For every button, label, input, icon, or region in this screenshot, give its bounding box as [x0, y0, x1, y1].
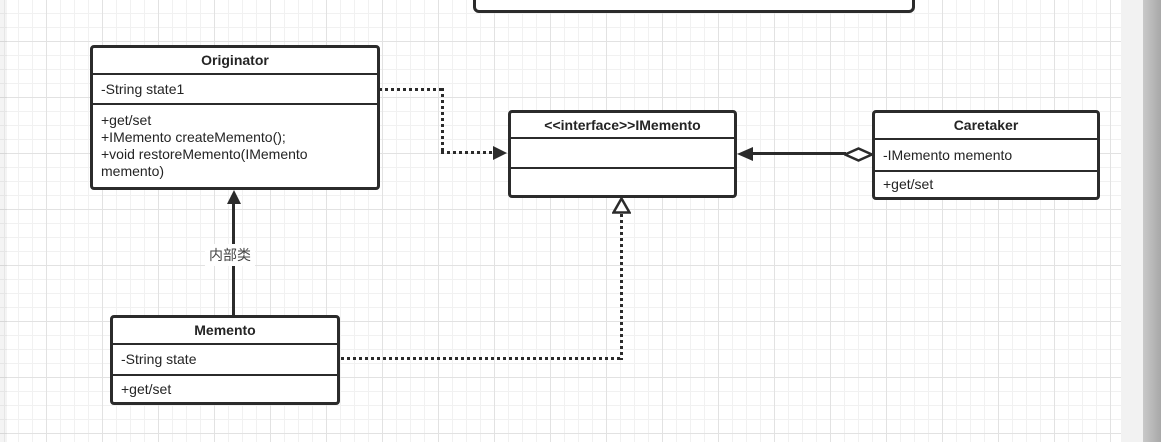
class-box-imemento[interactable]: <<interface>>IMemento	[508, 110, 737, 198]
class-box-originator[interactable]: Originator -String state1 +get/set +IMem…	[90, 45, 380, 190]
attribute: -IMemento memento	[883, 146, 1013, 163]
window-edge	[1143, 0, 1161, 442]
diagram-canvas[interactable]: Originator -String state1 +get/set +IMem…	[0, 0, 1121, 442]
scrollbar-gutter[interactable]	[1121, 0, 1143, 442]
filled-arrowhead-icon	[227, 190, 241, 204]
class-box-top-partial[interactable]	[473, 0, 915, 13]
method: +get/set	[883, 176, 934, 192]
aggregation-caretaker-imemento-segment[interactable]	[752, 152, 846, 155]
canvas-left-edge	[0, 0, 7, 442]
hollow-diamond-icon	[844, 147, 873, 162]
class-title: Originator	[93, 48, 377, 75]
attributes-compartment: -String state1	[93, 75, 377, 105]
methods-compartment: +get/set	[875, 172, 1097, 197]
methods-compartment	[511, 169, 734, 195]
attributes-compartment	[511, 139, 734, 169]
methods-compartment: +get/set	[113, 376, 337, 402]
class-box-memento[interactable]: Memento -String state +get/set	[110, 315, 340, 405]
filled-arrowhead-icon	[493, 146, 507, 160]
attribute: -String state1	[101, 80, 185, 97]
method: +get/set	[101, 112, 152, 128]
realization-memento-imemento-segment[interactable]	[620, 214, 623, 360]
realization-memento-imemento-segment[interactable]	[341, 357, 622, 360]
attribute: -String state	[121, 351, 197, 367]
edge-label-inner-class[interactable]: 内部类	[205, 244, 255, 266]
dependency-originator-imemento-segment[interactable]	[441, 151, 495, 154]
dependency-originator-imemento-segment[interactable]	[441, 88, 444, 154]
class-box-caretaker[interactable]: Caretaker -IMemento memento +get/set	[872, 110, 1100, 200]
method: +IMemento createMemento();	[101, 129, 286, 145]
dependency-originator-imemento-segment[interactable]	[379, 88, 443, 91]
class-title: Memento	[113, 318, 337, 345]
class-title: Caretaker	[875, 113, 1097, 140]
hollow-triangle-arrowhead-icon	[612, 197, 631, 214]
attributes-compartment: -String state	[113, 345, 337, 376]
method: +void restoreMemento(IMemento memento)	[101, 146, 308, 179]
method: +get/set	[121, 380, 172, 397]
class-title: <<interface>>IMemento	[511, 113, 734, 139]
filled-arrowhead-icon	[737, 147, 753, 161]
methods-compartment: +get/set +IMemento createMemento(); +voi…	[93, 105, 377, 187]
attributes-compartment: -IMemento memento	[875, 140, 1097, 172]
